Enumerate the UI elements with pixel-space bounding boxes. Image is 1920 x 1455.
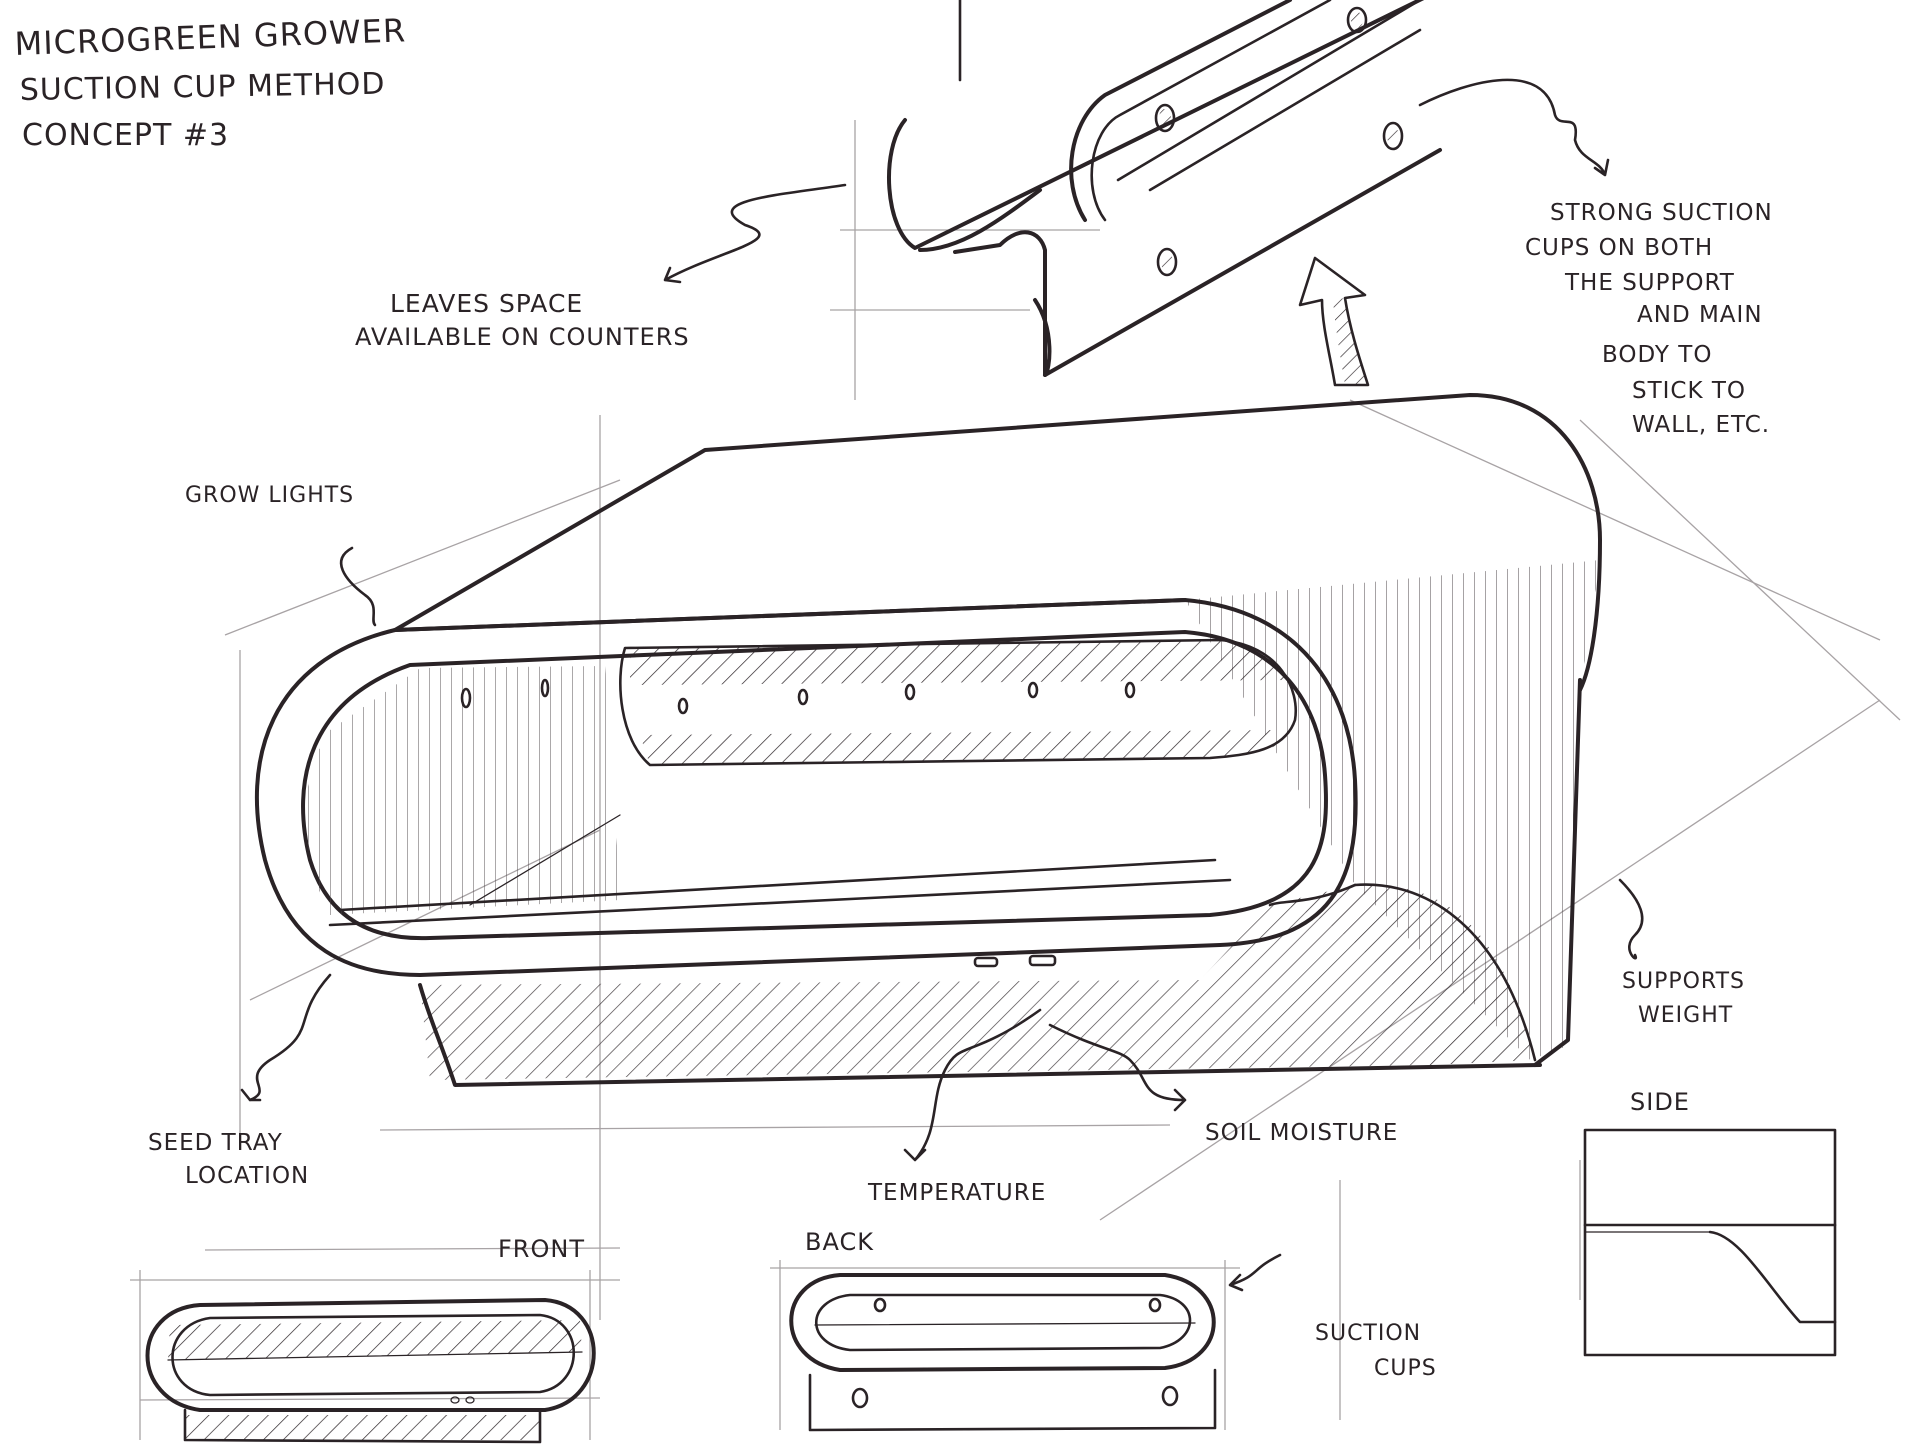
- front-view: [130, 1270, 620, 1444]
- label-side-view: SIDE: [1630, 1088, 1690, 1116]
- callout-labels: LEAVES SPACE AVAILABLE ON COUNTERS STRON…: [148, 200, 1773, 1381]
- label-soil-moisture: SOIL MOISTURE: [1205, 1120, 1398, 1146]
- side-view: [1583, 1128, 1837, 1357]
- title-block: MICROGREEN GROWER SUCTION CUP METHOD CON…: [14, 11, 407, 153]
- main-body-sketch: [254, 393, 1602, 1087]
- callout-arrows: [240, 78, 1644, 1292]
- view-labels: FRONT BACK SIDE: [498, 1088, 1690, 1263]
- label-suction-4: AND MAIN: [1637, 302, 1763, 328]
- label-suction-7: WALL, ETC.: [1632, 412, 1770, 438]
- label-supports-1: SUPPORTS: [1622, 969, 1745, 994]
- up-arrow-icon: [1298, 256, 1370, 387]
- label-suction-5: BODY TO: [1602, 342, 1712, 368]
- label-suction-6: STICK TO: [1632, 378, 1746, 404]
- label-leaves-space-1: LEAVES SPACE: [390, 289, 583, 318]
- label-suction-cups-2: CUPS: [1374, 1356, 1437, 1381]
- label-suction-cups-1: SUCTION: [1315, 1321, 1421, 1346]
- label-front-view: FRONT: [498, 1235, 585, 1263]
- label-back-view: BACK: [805, 1228, 874, 1256]
- label-supports-2: WEIGHT: [1638, 1003, 1733, 1028]
- label-leaves-space-2: AVAILABLE ON COUNTERS: [355, 323, 690, 351]
- label-seed-tray-2: LOCATION: [185, 1163, 309, 1189]
- support-bracket-detail: [887, 0, 1442, 377]
- label-suction-1: STRONG SUCTION: [1550, 200, 1773, 226]
- title-line-1: MICROGREEN GROWER: [14, 11, 407, 63]
- title-line-2: SUCTION CUP METHOD: [20, 67, 386, 108]
- label-suction-2: CUPS ON BOTH: [1525, 235, 1713, 261]
- title-line-3: CONCEPT #3: [22, 118, 229, 153]
- label-grow-lights: GROW LIGHTS: [185, 483, 354, 508]
- label-temperature: TEMPERATURE: [867, 1180, 1046, 1206]
- grow-light-dots: [460, 678, 1136, 715]
- back-view: [770, 1260, 1240, 1432]
- label-suction-3: THE SUPPORT: [1564, 270, 1735, 296]
- label-seed-tray-1: SEED TRAY: [148, 1130, 283, 1156]
